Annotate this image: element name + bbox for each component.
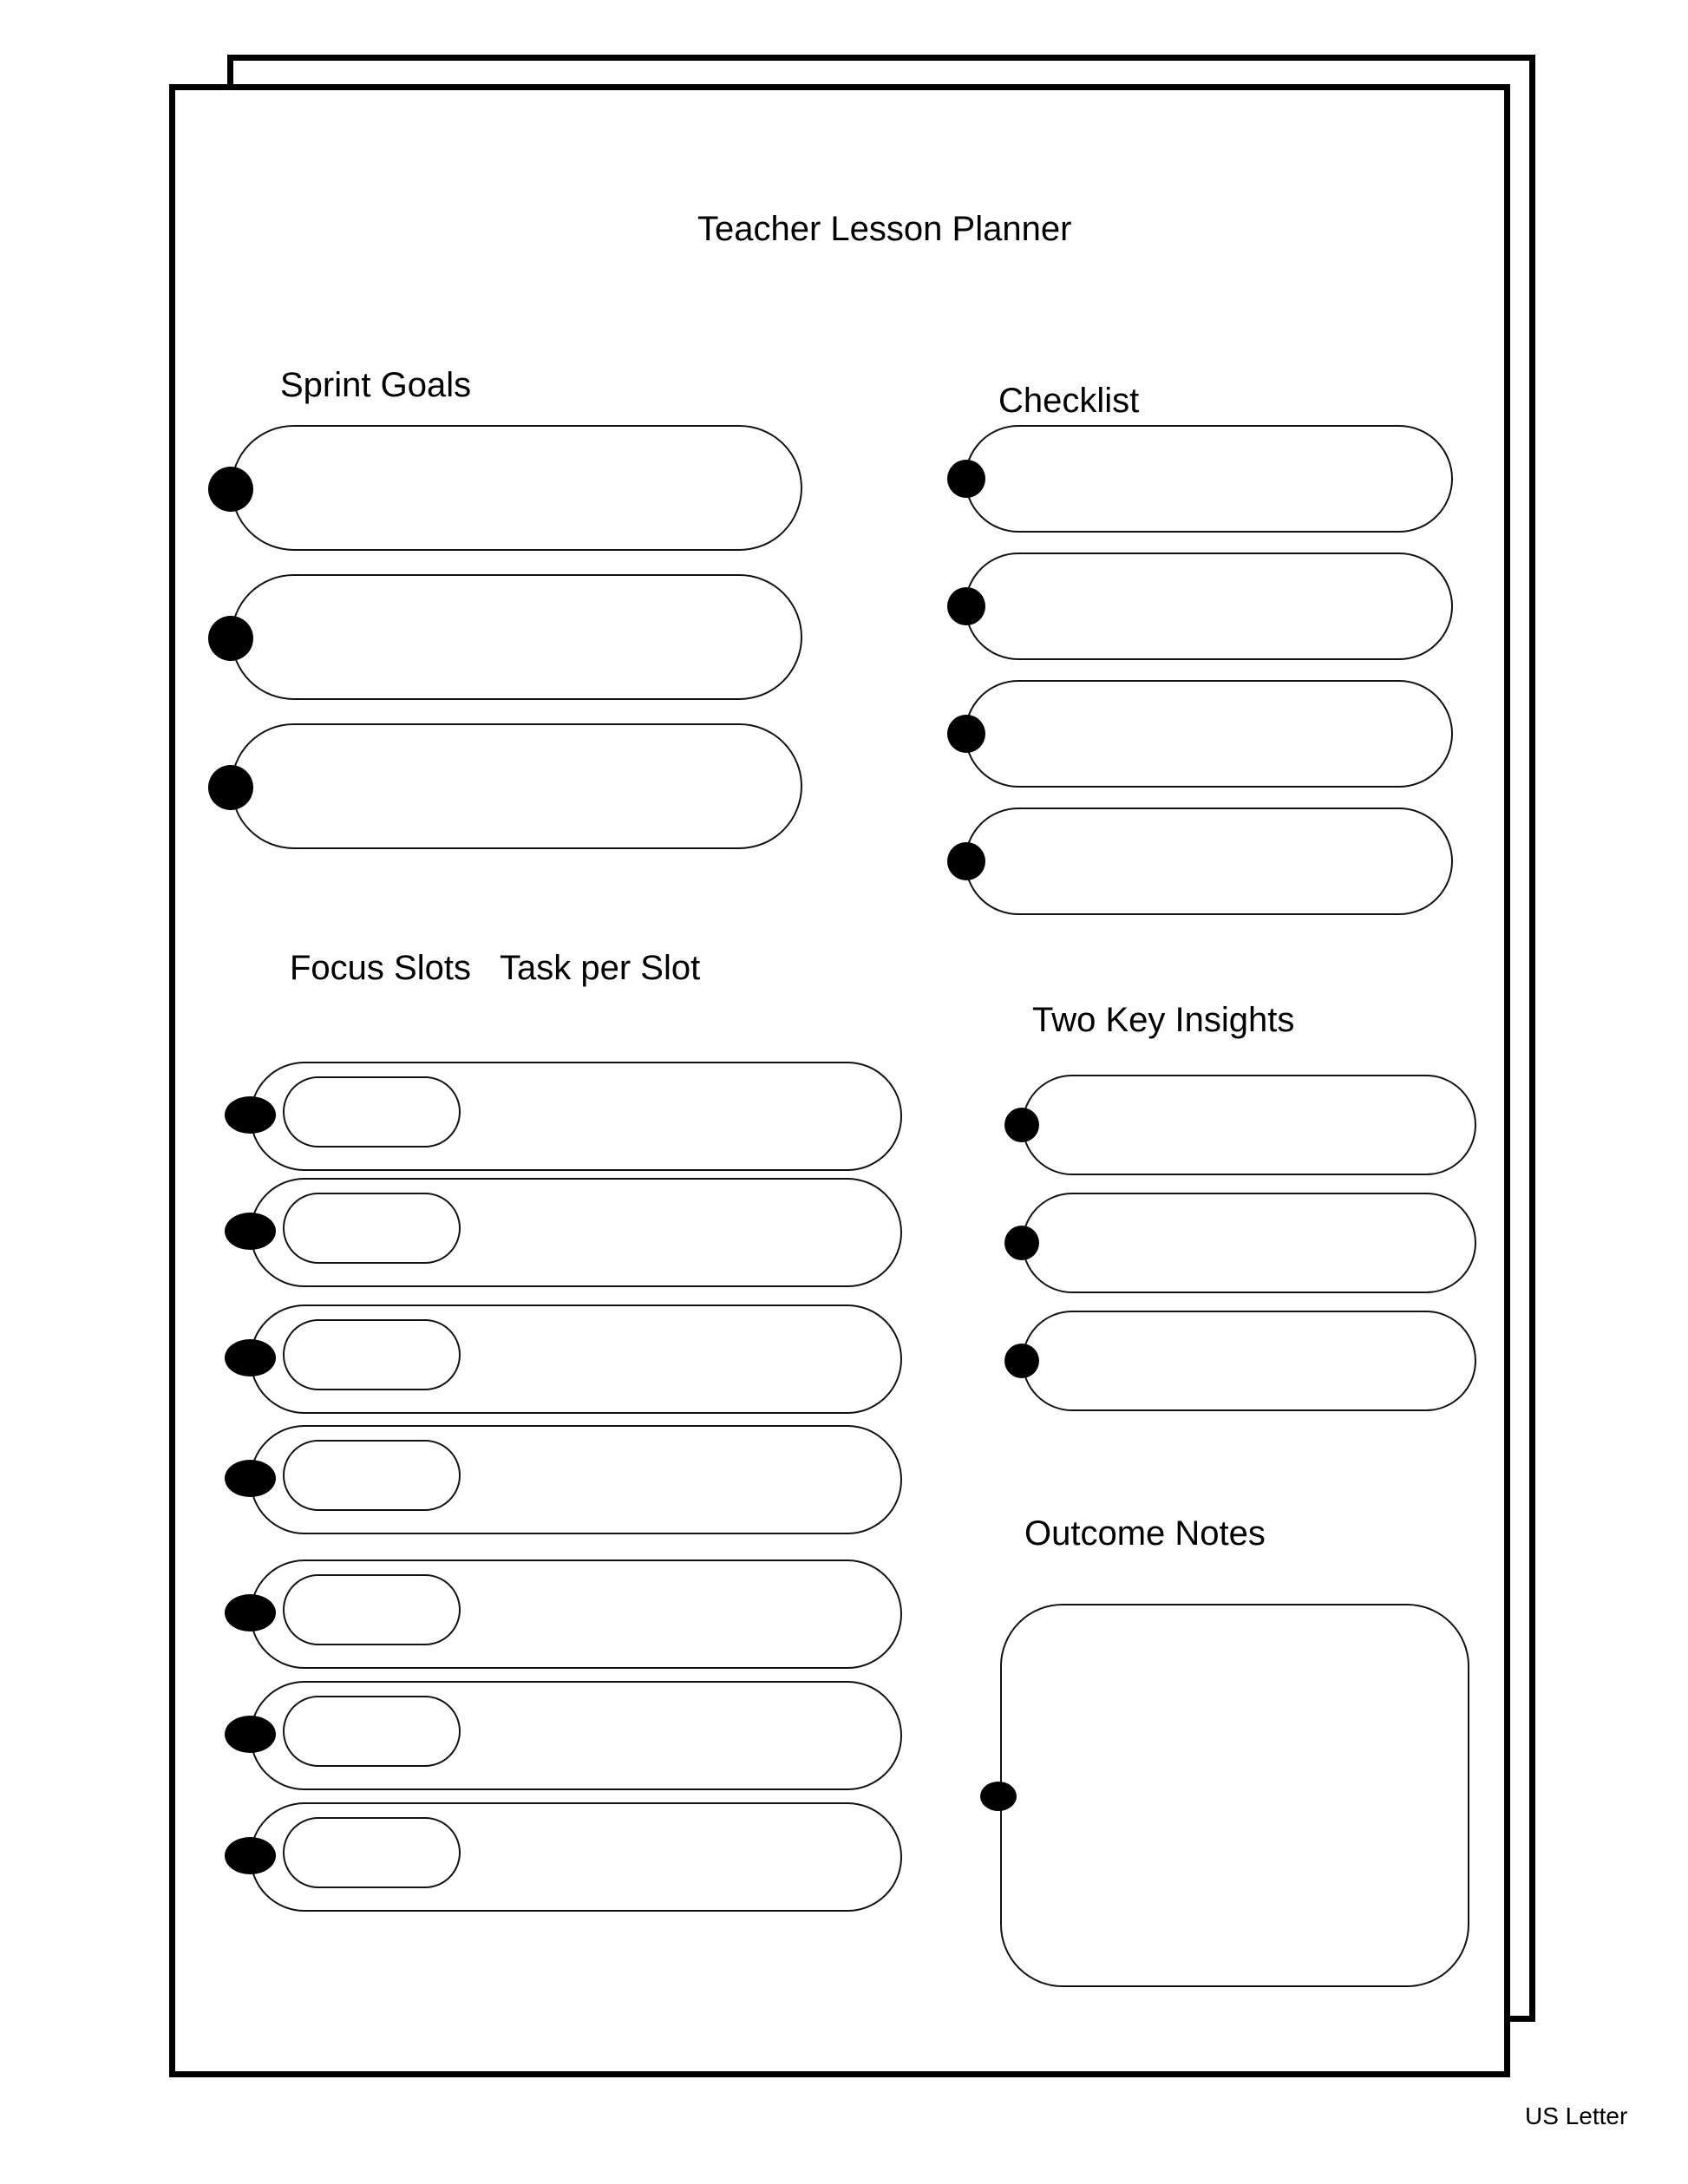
outcome-notes-heading: Outcome Notes [1024, 1514, 1266, 1553]
bullet-dot [1004, 1344, 1039, 1378]
focus-slot-time-field[interactable] [283, 1574, 461, 1645]
bullet-dot [947, 460, 985, 498]
bullet-dot [1004, 1108, 1039, 1142]
task-per-slot-heading: Task per Slot [500, 949, 701, 987]
checklist-heading: Checklist [998, 382, 1140, 420]
sprint-goals-heading: Sprint Goals [280, 366, 472, 404]
focus-slots-heading: Focus Slots [290, 949, 471, 987]
paper-size-label: US Letter [1525, 2102, 1628, 2129]
page-title: Teacher Lesson Planner [697, 210, 1072, 248]
bullet-dot [208, 616, 253, 661]
focus-slot-row[interactable] [250, 1305, 902, 1414]
focus-slot-time-field[interactable] [283, 1696, 461, 1767]
bullet-dot [947, 715, 985, 753]
outcome-notes-box[interactable] [1000, 1604, 1469, 1987]
focus-slot-row[interactable] [250, 1062, 902, 1171]
bullet-dot [225, 1594, 276, 1631]
bullet-dot [208, 467, 253, 512]
focus-slot-time-field[interactable] [283, 1319, 461, 1390]
bullet-dot [225, 1213, 276, 1250]
key-insights-heading: Two Key Insights [1032, 1001, 1295, 1039]
bullet-dot [225, 1460, 276, 1497]
checklist-field[interactable] [965, 680, 1453, 788]
sprint-goal-field[interactable] [231, 425, 802, 551]
checklist-field[interactable] [965, 553, 1453, 660]
focus-slot-time-field[interactable] [283, 1817, 461, 1888]
checklist-field[interactable] [965, 425, 1453, 533]
focus-slot-time-field[interactable] [283, 1193, 461, 1264]
focus-slot-row[interactable] [250, 1560, 902, 1669]
bullet-dot [1004, 1226, 1039, 1260]
bullet-dot [980, 1782, 1017, 1811]
sprint-goal-field[interactable] [231, 723, 802, 849]
focus-slot-time-field[interactable] [283, 1076, 461, 1148]
key-insight-field[interactable] [1022, 1193, 1476, 1293]
bullet-dot [225, 1716, 276, 1753]
bullet-dot [225, 1339, 276, 1376]
focus-slot-time-field[interactable] [283, 1440, 461, 1511]
key-insight-field[interactable] [1022, 1311, 1476, 1411]
focus-slot-row[interactable] [250, 1178, 902, 1287]
key-insight-field[interactable] [1022, 1075, 1476, 1175]
bullet-dot [225, 1096, 276, 1134]
bullet-dot [947, 587, 985, 625]
sprint-goal-field[interactable] [231, 574, 802, 700]
bullet-dot [225, 1837, 276, 1874]
focus-slot-row[interactable] [250, 1425, 902, 1534]
focus-slot-row[interactable] [250, 1681, 902, 1790]
focus-slot-row[interactable] [250, 1802, 902, 1912]
bullet-dot [947, 842, 985, 880]
bullet-dot [208, 765, 253, 810]
checklist-field[interactable] [965, 808, 1453, 915]
